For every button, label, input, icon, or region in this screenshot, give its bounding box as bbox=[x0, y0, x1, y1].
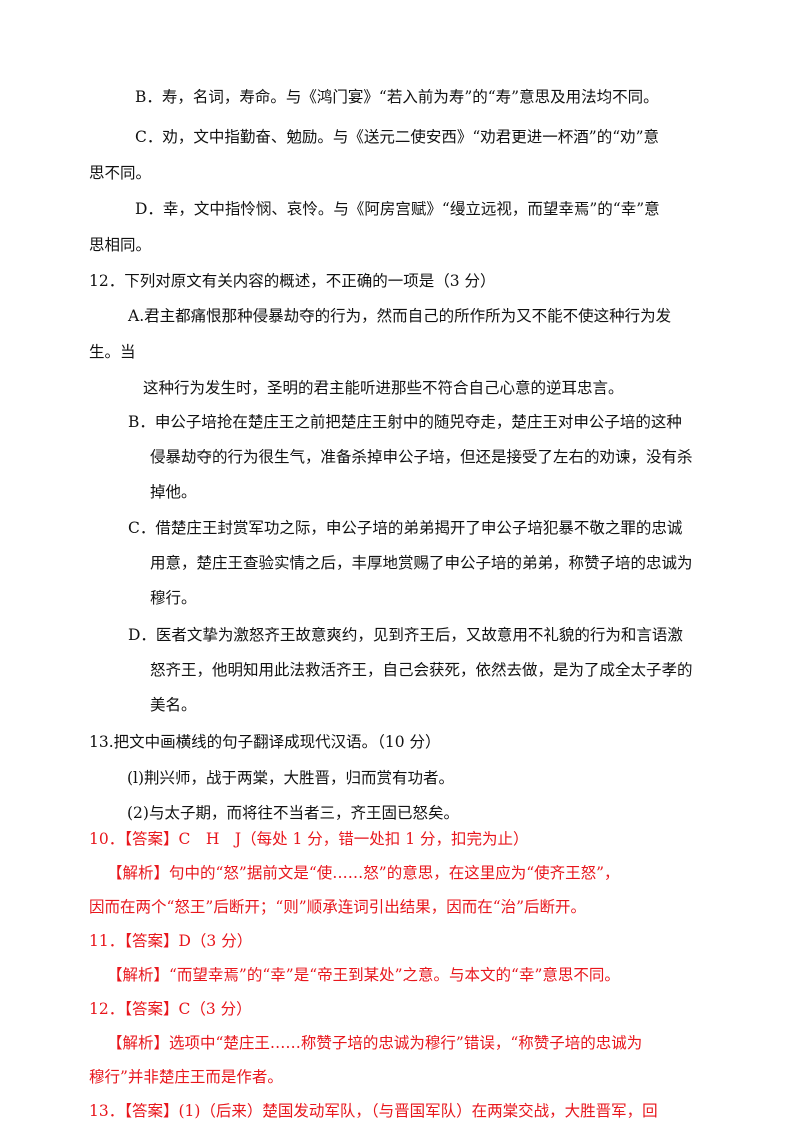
explanation-12-line1: 【解析】选项中“楚庄王……称赞子培的忠诚为穆行”错误，“称赞子培的忠诚为 bbox=[107, 1034, 643, 1052]
q12-option-c-line2: 用意，楚庄王查验实情之后，丰厚地赏赐了申公子培的弟弟，称赞子培的忠诚为 bbox=[150, 554, 693, 572]
q12-option-b-line1: B．申公子培抢在楚庄王之前把楚庄王射中的随兕夺走，楚庄王对申公子培的这种 bbox=[128, 413, 682, 431]
q12-option-a-line1: A.君主都痛恨那种侵暴劫夺的行为，然而自己的所作所为又不能不使这种行为发 bbox=[128, 307, 672, 325]
explanation-12-line2: 穆行”并非楚庄王而是作者。 bbox=[89, 1068, 283, 1086]
explanation-11: 【解析】“而望幸焉”的“幸”是“帝王到某处”之意。与本文的“幸”意思不同。 bbox=[107, 966, 620, 984]
q11-option-c-line1: C．劝，文中指勤奋、勉励。与《送元二使安西》“劝君更进一杯酒”的“劝”意 bbox=[135, 128, 660, 146]
q13-sentence-2: (2)与太子期，而将往不当者三，齐王固已怒矣。 bbox=[127, 804, 459, 822]
answer-11: 11．【答案】D（3 分） bbox=[89, 932, 253, 950]
explanation-10-line1: 【解析】句中的“怒”据前文是“使……怒”的意思，在这里应为“使齐王怒”， bbox=[107, 864, 620, 882]
answer-12: 12．【答案】C（3 分） bbox=[89, 1000, 252, 1018]
q11-option-b: B．寿，名词，寿命。与《鸿门宴》“若入前为寿”的“寿”意思及用法均不同。 bbox=[135, 88, 659, 106]
q12-option-b-line3: 掉他。 bbox=[150, 483, 197, 501]
q12-option-d-line3: 美名。 bbox=[150, 696, 197, 714]
q12-option-c-line1: C．借楚庄王封赏军功之际，申公子培的弟弟揭开了申公子培犯暴不敬之罪的忠诚 bbox=[128, 519, 683, 537]
q11-option-c-line2: 思不同。 bbox=[89, 164, 152, 182]
answer-13: 13．【答案】(1)（后来）楚国发动军队，（与晋国军队）在两棠交战，大胜晋军，回 bbox=[89, 1102, 658, 1120]
explanation-10-line2: 因而在两个“怒王”后断开；“则”顺承连词引出结果，因而在“治”后断开。 bbox=[89, 898, 587, 916]
q13-sentence-1: (l)荆兴师，战于两棠，大胜晋，归而赏有功者。 bbox=[127, 769, 455, 787]
q13-stem: 13.把文中画横线的句子翻译成现代汉语。（10 分） bbox=[89, 733, 441, 751]
q12-option-d-line1: D．医者文挚为激怒齐王故意爽约，见到齐王后，又故意用不礼貌的行为和言语激 bbox=[128, 626, 683, 644]
q12-option-a-line3: 这种行为发生时，圣明的君主能听进那些不符合自己心意的逆耳忠言。 bbox=[143, 379, 624, 397]
q12-stem: 12．下列对原文有关内容的概述，不正确的一项是（3 分） bbox=[89, 272, 496, 290]
answer-10: 10．【答案】C H J（每处 1 分，错一处扣 1 分，扣完为止） bbox=[89, 830, 529, 848]
q12-option-c-line3: 穆行。 bbox=[150, 589, 197, 607]
q11-option-d-line1: D．幸，文中指怜悯、哀怜。与《阿房宫赋》“缦立远视，而望幸焉”的“幸”意 bbox=[135, 200, 660, 218]
q12-option-a-line2: 生。当 bbox=[89, 343, 136, 361]
q12-option-d-line2: 怒齐王，他明知用此法救活齐王，自己会获死，依然去做，是为了成全太子孝的 bbox=[150, 661, 693, 679]
q12-option-b-line2: 侵暴劫夺的行为很生气，准备杀掉申公子培，但还是接受了左右的劝谏，没有杀 bbox=[150, 448, 693, 466]
q11-option-d-line2: 思相同。 bbox=[89, 236, 152, 254]
